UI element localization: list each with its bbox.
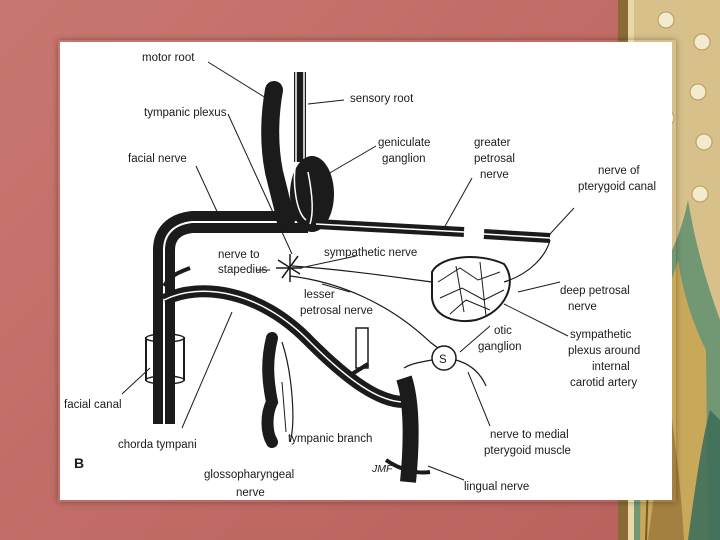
label-facial-canal: facial canal xyxy=(64,399,122,411)
tympanic-plexus-star xyxy=(276,254,302,282)
label-sympathetic-plexus-2: plexus around xyxy=(568,345,640,357)
label-sympathetic-plexus-3: internal xyxy=(592,361,630,373)
label-lesser-petrosal-1: lesser xyxy=(304,289,335,301)
label-lesser-petrosal-2: petrosal nerve xyxy=(300,305,373,317)
lingual-nerve-lower xyxy=(384,458,431,475)
carotid-plexus-mesh xyxy=(431,256,511,322)
label-facial-nerve: facial nerve xyxy=(128,153,187,165)
label-tympanic-branch: tympanic branch xyxy=(288,433,372,445)
label-deep-petrosal-2: nerve xyxy=(568,301,597,313)
nerve-to-stapedius-twig xyxy=(162,266,191,288)
label-sympathetic-nerve: sympathetic nerve xyxy=(324,247,417,259)
label-otic-1: otic xyxy=(494,325,512,337)
label-sensory-root: sensory root xyxy=(350,93,414,105)
facial-nerve-diagram: S xyxy=(64,52,656,499)
label-greater-petrosal-3: nerve xyxy=(480,169,509,181)
lingual-nerve xyxy=(396,375,419,483)
label-sympathetic-plexus-1: sympathetic xyxy=(570,329,632,341)
label-tympanic-plexus: tympanic plexus xyxy=(144,107,227,119)
leader-lines xyxy=(121,61,575,481)
tympanic-branch xyxy=(281,341,294,443)
label-nerve-to-stapedius-2: stapedius xyxy=(218,264,267,276)
label-nerve-to-stapedius-1: nerve to xyxy=(218,249,260,261)
motor-root xyxy=(261,81,295,229)
artist-signature: JMF xyxy=(371,463,393,475)
label-nerve-medial-pterygoid-2: pterygoid muscle xyxy=(484,445,571,457)
label-chorda-tympani: chorda tympani xyxy=(118,439,197,451)
otic-ganglion xyxy=(431,345,457,371)
label-otic-2: ganglion xyxy=(478,341,521,353)
label-pterygoid-canal-1: nerve of xyxy=(598,165,640,177)
label-nerve-medial-pterygoid-1: nerve to medial xyxy=(490,429,569,441)
figure-letter: B xyxy=(74,455,84,471)
label-pterygoid-canal-2: pterygoid canal xyxy=(578,181,656,193)
small-canal-shape xyxy=(350,327,370,376)
sympathetic-nerve-line xyxy=(291,265,433,283)
label-motor-root: motor root xyxy=(142,52,195,64)
label-glossopharyngeal-2: nerve xyxy=(236,487,265,499)
label-sympathetic-plexus-4: carotid artery xyxy=(570,377,637,389)
label-greater-petrosal-1: greater xyxy=(474,137,511,149)
label-geniculate-2: ganglion xyxy=(382,153,425,165)
otic-symbol: S xyxy=(439,354,447,366)
label-deep-petrosal-1: deep petrosal xyxy=(560,285,630,297)
facial-nerve-trunk-core xyxy=(163,221,308,424)
label-greater-petrosal-2: petrosal xyxy=(474,153,515,165)
diagram-panel: S xyxy=(60,42,672,500)
label-geniculate-1: geniculate xyxy=(378,137,430,149)
label-lingual-nerve: lingual nerve xyxy=(464,481,529,493)
greater-petrosal-nerve xyxy=(315,219,551,243)
glossopharyngeal-nerve xyxy=(261,332,279,448)
label-glossopharyngeal-1: glossopharyngeal xyxy=(204,469,294,481)
